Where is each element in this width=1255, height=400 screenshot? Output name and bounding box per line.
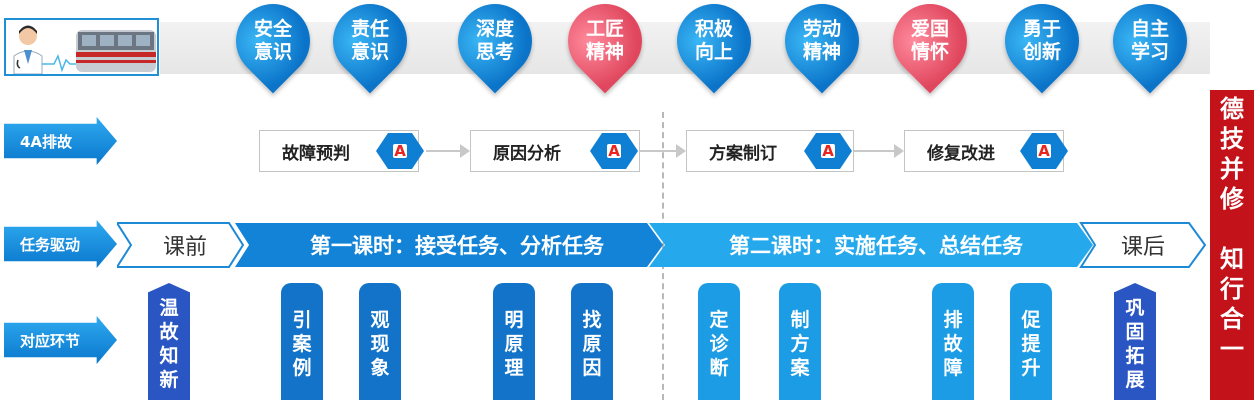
step-label: 修复改进 (927, 143, 995, 164)
stage-observe: 观 现 象 (359, 283, 401, 400)
stage-review: 温 故 知 新 (148, 283, 190, 400)
ribbon-pre-class: 课前 (162, 235, 207, 260)
value-positive: 积极 向上 (694, 18, 733, 63)
flow-arrow-icon (854, 144, 904, 158)
stage-consolidate: 巩 固 拓 展 (1114, 283, 1156, 400)
row-label-stages: 对应环节 (4, 316, 117, 364)
stage-find-cause: 找 原 因 (571, 283, 613, 400)
flow-arrow-icon (426, 144, 470, 158)
value-safety-awareness: 安全 意识 (253, 18, 292, 63)
a-badge-text: A (393, 142, 407, 160)
row-label-4a: 4A排故 (4, 117, 117, 165)
ribbon-post-class: 课后 (1120, 235, 1165, 260)
stage-diagnose: 定 诊 断 (698, 283, 740, 400)
value-innovation: 勇于 创新 (1022, 18, 1061, 63)
value-patriotism: 爱国 情怀 (910, 18, 949, 63)
a-badge-text: A (1037, 142, 1051, 160)
a-badge-text: A (821, 142, 835, 160)
step-label: 方案制订 (709, 143, 777, 164)
row-label-task-driven: 任务驱动 (4, 220, 117, 268)
value-self-learning: 自主 学习 (1130, 18, 1169, 63)
stage-understand-principle: 明 原 理 (493, 283, 535, 400)
a-badge-text: A (607, 142, 621, 160)
value-responsibility: 责任 意识 (350, 18, 389, 63)
a-badge: A (590, 133, 638, 169)
step-label: 原因分析 (493, 143, 561, 164)
doctor-train-icon (13, 25, 156, 75)
stage-improve: 促 提 升 (1010, 283, 1052, 400)
logo-image (4, 18, 159, 76)
a-badge: A (804, 133, 852, 169)
value-labor-spirit: 劳动 精神 (802, 18, 841, 63)
stage-introduce-case: 引 案 例 (281, 283, 323, 400)
a-badge: A (1020, 133, 1068, 169)
ribbon-lesson-2: 第二课时：实施任务、总结任务 (729, 234, 1023, 258)
ribbon-outline (117, 222, 1207, 268)
value-deep-thinking: 深度 思考 (475, 18, 514, 63)
value-craftsman-spirit: 工匠 精神 (585, 18, 624, 63)
step-label: 故障预判 (282, 143, 350, 164)
stage-make-plan: 制 方 案 (779, 283, 821, 400)
motto-banner: 德 技 并 修 知 行 合 一 (1210, 90, 1254, 400)
a-badge: A (376, 133, 424, 169)
stage-fix-fault: 排 故 障 (932, 283, 974, 400)
ribbon-lesson-1: 第一课时：接受任务、分析任务 (310, 234, 604, 258)
